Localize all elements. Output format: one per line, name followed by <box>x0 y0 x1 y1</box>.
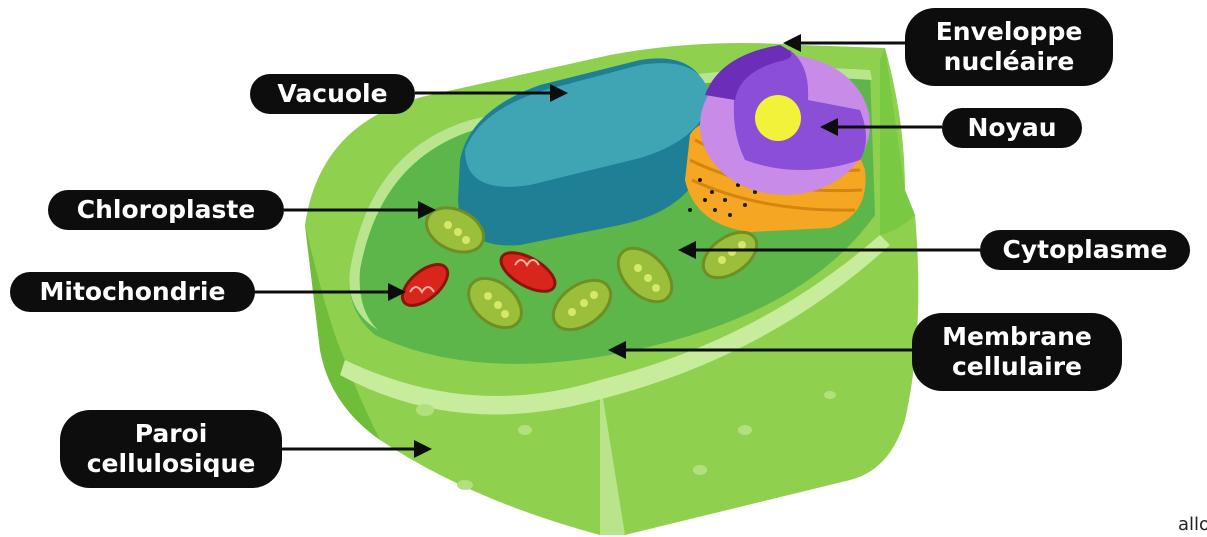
label-chloroplaste: Chloroplaste <box>48 190 284 230</box>
label-cytoplasme: Cytoplasme <box>980 230 1190 270</box>
label-paroi-line2: cellulosique <box>87 449 256 479</box>
nucleolus <box>755 95 801 141</box>
label-membrane-cellulaire: Membrane cellulaire <box>912 313 1122 391</box>
label-vacuole-text: Vacuole <box>277 79 387 109</box>
brand-watermark: allo <box>1178 514 1207 535</box>
label-paroi-cellulosique: Paroi cellulosique <box>60 410 282 488</box>
label-mitochondrie: Mitochondrie <box>10 272 255 312</box>
label-enveloppe-line2: nucléaire <box>944 47 1075 77</box>
label-vacuole: Vacuole <box>250 74 415 114</box>
label-mitochondrie-text: Mitochondrie <box>40 277 226 307</box>
label-noyau: Noyau <box>942 108 1082 148</box>
label-cytoplasme-text: Cytoplasme <box>1003 235 1168 265</box>
label-membrane-line1: Membrane <box>942 322 1092 352</box>
label-paroi-line1: Paroi <box>135 419 208 449</box>
label-enveloppe-nucleaire: Enveloppe nucléaire <box>905 8 1113 86</box>
label-membrane-line2: cellulaire <box>952 352 1082 382</box>
label-chloroplaste-text: Chloroplaste <box>77 195 256 225</box>
label-noyau-text: Noyau <box>967 113 1056 143</box>
label-enveloppe-line1: Enveloppe <box>936 17 1083 47</box>
